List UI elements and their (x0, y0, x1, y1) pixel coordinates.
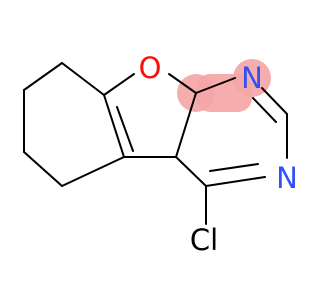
bond-c2-c3 (175, 92, 197, 158)
highlight-connector (196, 74, 252, 112)
chlorine-label: Cl (190, 223, 218, 257)
bond-c4-c5 (23, 151, 63, 187)
bond-lines (23, 62, 288, 225)
bond-n1-c8 (261, 87, 288, 115)
bond-n2-c4p-double (209, 163, 259, 172)
bond-c7a-c3a-double (116, 106, 134, 152)
bond-c7a-c3a (103, 94, 125, 158)
oxygen-label: O (139, 51, 162, 85)
bond-c2-n1 (195, 77, 236, 94)
bond-c3a-c4 (61, 156, 125, 187)
bond-n2-c4p (205, 176, 266, 187)
bond-o-c2 (168, 73, 197, 94)
bond-c6-c7 (23, 62, 63, 91)
nitrogen-label-right: N (276, 161, 298, 195)
bond-c7-c7a (61, 62, 105, 96)
nitrogen-label-top: N (241, 61, 263, 95)
bond-n1-c8-double (252, 97, 277, 123)
bond-c4p-c3 (175, 156, 207, 187)
chemical-structure-diagram: O N N Cl (23, 51, 298, 257)
atom-labels: O N N Cl (139, 51, 298, 257)
bond-c7a-o (103, 73, 135, 96)
